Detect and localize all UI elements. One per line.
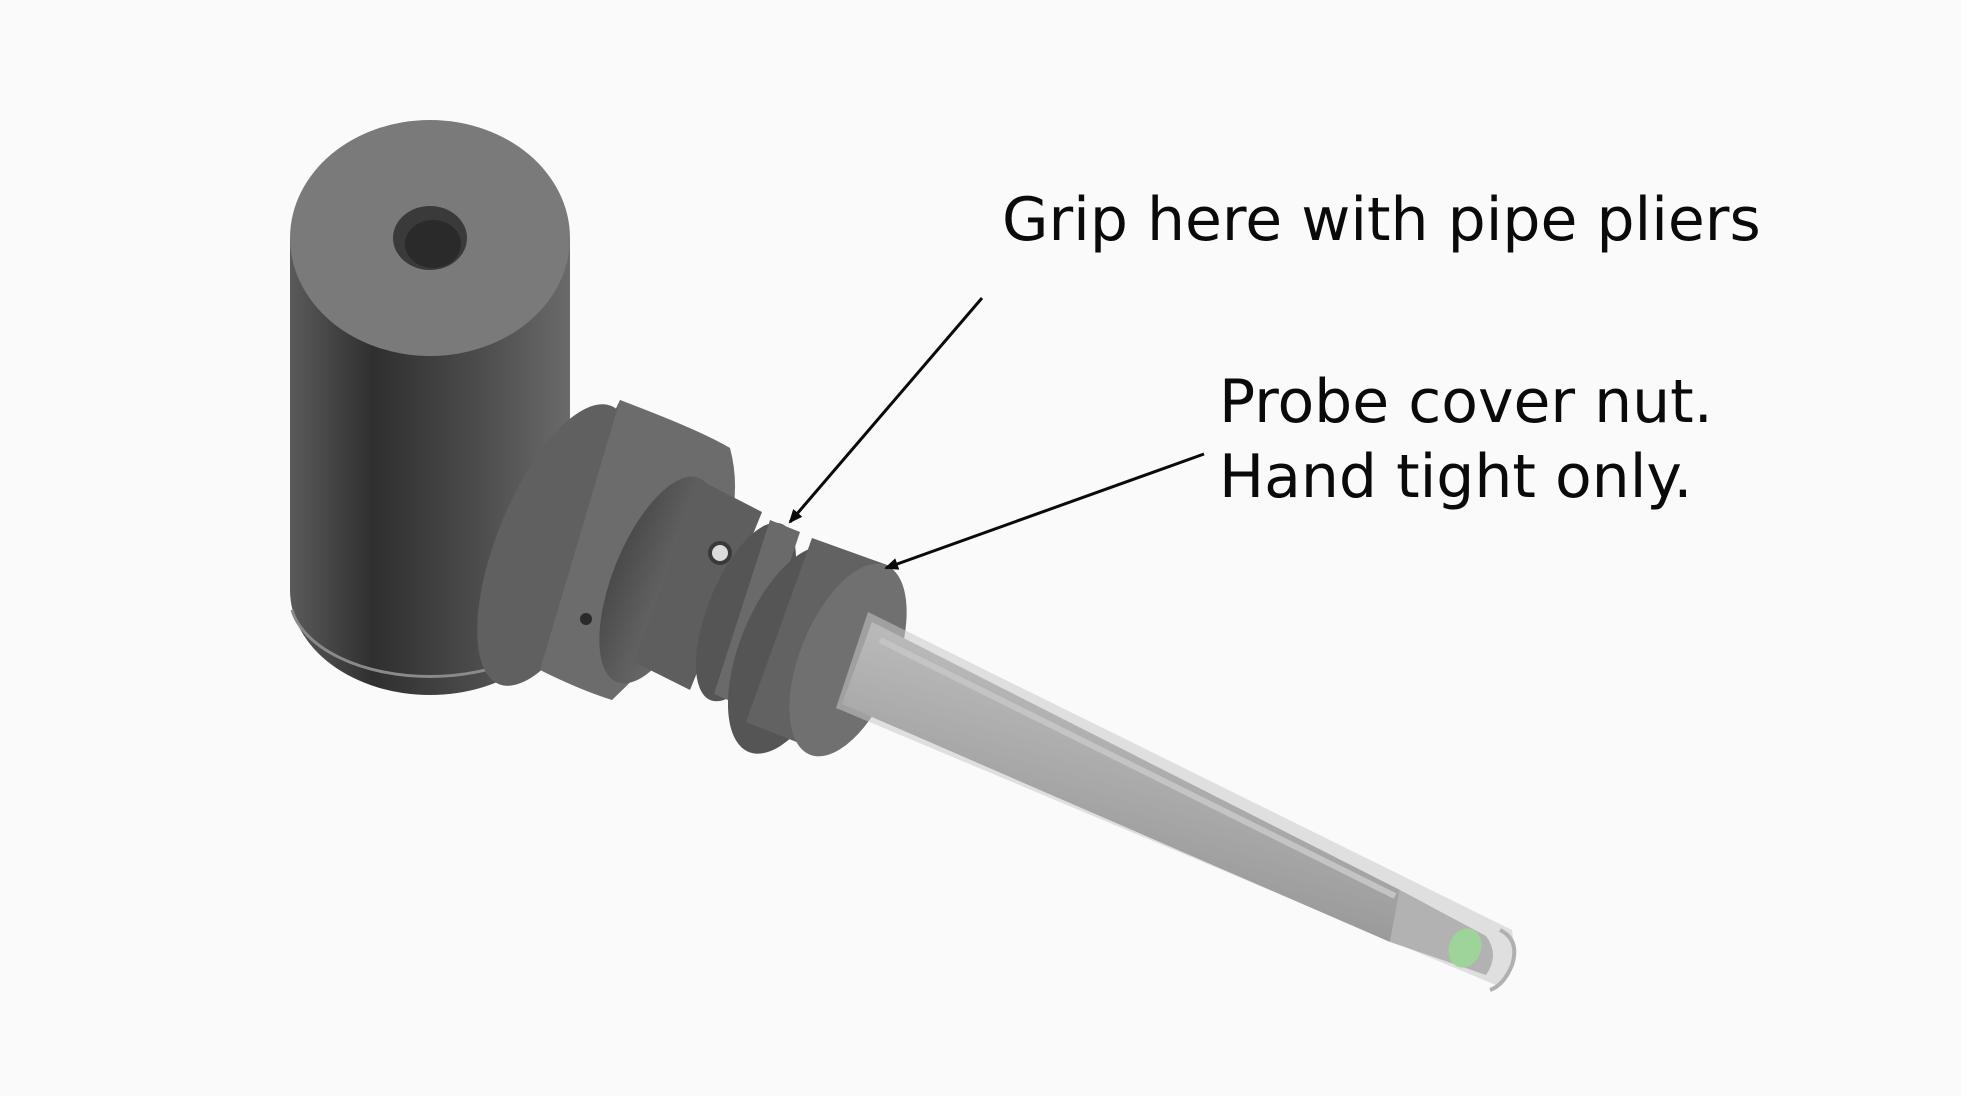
nut-callout: Probe cover nut. Hand tight only. — [884, 367, 1713, 570]
middle-ring — [599, 476, 762, 690]
nut-callout-label-line1: Probe cover nut. — [1219, 367, 1713, 437]
flange-face — [477, 404, 633, 686]
nut-callout-arrow — [884, 452, 1205, 570]
set-screw-icon — [708, 541, 732, 565]
probe-rod-highlight — [878, 637, 1397, 899]
cylinder-bore-inner — [405, 220, 461, 268]
grip-callout-label: Grip here with pipe pliers — [1002, 185, 1761, 255]
probe-rod — [842, 622, 1400, 942]
nut-callout-label-line2: Hand tight only. — [1219, 442, 1692, 512]
probe-shaft — [836, 612, 1517, 992]
cylinder-housing — [290, 120, 570, 695]
middle-ring-band — [634, 480, 762, 690]
grip-callout: Grip here with pipe pliers — [788, 185, 1761, 524]
flange-screw-hole — [580, 613, 592, 625]
probe-tip-sensor — [1448, 928, 1482, 968]
probe-sleeve-end — [1489, 928, 1517, 992]
grip-callout-arrow — [788, 297, 984, 524]
